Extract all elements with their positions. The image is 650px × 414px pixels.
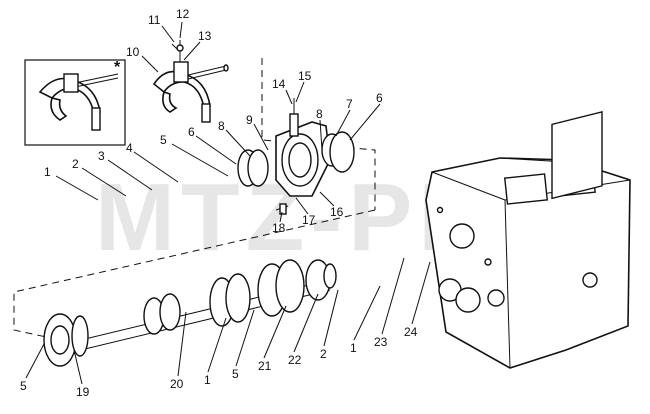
leader-lines <box>25 21 431 385</box>
callout-5b: 5 <box>20 379 27 393</box>
gearbox-housing <box>425 111 631 369</box>
callout-8a: 8 <box>218 119 225 133</box>
callout-10: 10 <box>126 45 140 59</box>
callout-6b: 6 <box>376 91 383 105</box>
callout-22: 22 <box>288 353 302 367</box>
callout-6a: 6 <box>188 125 195 139</box>
callout-2a: 2 <box>72 157 79 171</box>
callout-7: 7 <box>346 97 353 111</box>
callout-11: 11 <box>148 13 161 27</box>
callout-5c: 5 <box>232 367 239 381</box>
callout-18: 18 <box>272 221 286 235</box>
callout-1b: 1 <box>204 373 211 387</box>
callout-17: 17 <box>302 213 316 227</box>
shift-fork-assembly <box>152 40 229 123</box>
callout-16: 16 <box>330 205 344 219</box>
callout-14: 14 <box>272 77 286 91</box>
shaft-assembly <box>43 259 337 367</box>
callout-24: 24 <box>404 325 418 339</box>
callout-5a: 5 <box>160 133 167 147</box>
callout-labels: 1 2 3 4 5 6 8 9 8 7 6 10 11 12 13 14 15 … <box>20 7 418 399</box>
inset-star-mark: * <box>114 59 121 76</box>
callout-2b: 2 <box>320 347 327 361</box>
callout-13: 13 <box>198 29 212 43</box>
callout-19: 19 <box>76 385 90 399</box>
callout-15: 15 <box>298 69 312 83</box>
callout-20: 20 <box>170 377 184 391</box>
inset-frame <box>24 59 126 146</box>
callout-23: 23 <box>374 335 388 349</box>
inset-fork-detail <box>24 59 126 146</box>
bearing-housing-cover <box>237 98 355 215</box>
callout-8b: 8 <box>316 107 323 121</box>
callout-3: 3 <box>98 149 105 163</box>
callout-1c: 1 <box>350 341 357 355</box>
callout-4: 4 <box>126 141 133 155</box>
callout-21: 21 <box>258 359 272 373</box>
callout-12: 12 <box>176 7 190 21</box>
callout-1a: 1 <box>44 165 51 179</box>
callout-9: 9 <box>246 113 253 127</box>
